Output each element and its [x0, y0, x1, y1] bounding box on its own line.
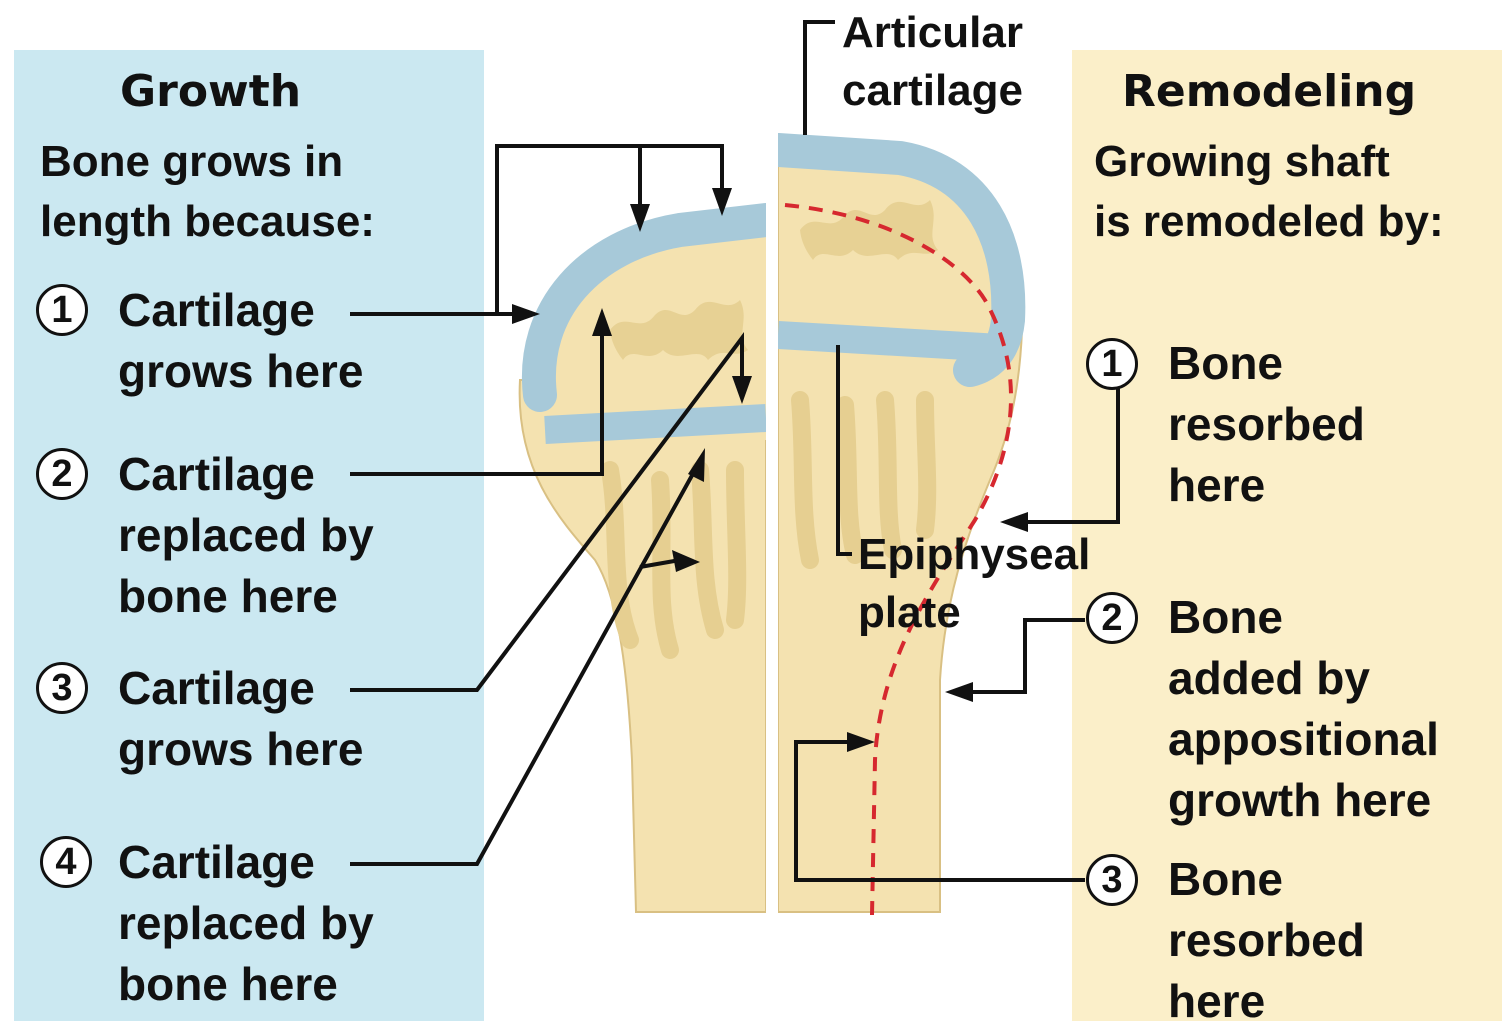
remodel-step-2-badge: 2 — [1086, 592, 1138, 644]
growth-step-2-badge: 2 — [36, 448, 88, 500]
remodel-step-3-label: Bone resorbed here — [1168, 849, 1365, 1032]
growth-step-3-badge: 3 — [36, 662, 88, 714]
epiphyseal-plate-left — [545, 418, 766, 430]
growth-step-1-badge: 1 — [36, 284, 88, 336]
remodel-step-3-badge: 3 — [1086, 854, 1138, 906]
growth-title: Growth — [120, 66, 301, 118]
growth-step-1-label: Cartilage grows here — [118, 280, 363, 402]
bone-shaft-left — [520, 380, 766, 912]
remodel-step-1-label: Bone resorbed here — [1168, 333, 1365, 516]
growth-step-2-label: Cartilage replaced by bone here — [118, 444, 374, 627]
remodel-step-1-badge: 1 — [1086, 338, 1138, 390]
remodeling-title: Remodeling — [1122, 66, 1416, 118]
growth-subtitle: Bone grows in length because: — [40, 132, 375, 252]
epiphyseal-plate-label: Epiphyseal plate — [858, 526, 1090, 642]
remodel-step-2-label: Bone added by appositional growth here — [1168, 587, 1439, 831]
remodeling-subtitle: Growing shaft is remodeled by: — [1094, 132, 1444, 252]
articular-cartilage-label: Articular cartilage — [842, 4, 1023, 120]
growth-step-3-label: Cartilage grows here — [118, 658, 363, 780]
epiphyseal-plate-right — [778, 335, 1000, 348]
growth-step-4-label: Cartilage replaced by bone here — [118, 832, 374, 1015]
growth-step-4-badge: 4 — [40, 836, 92, 888]
